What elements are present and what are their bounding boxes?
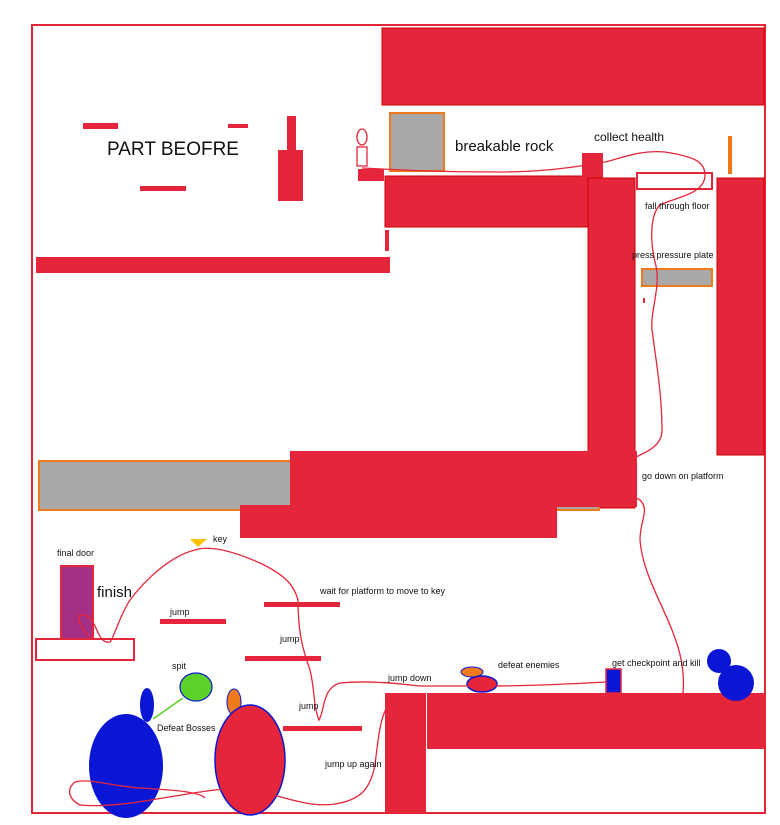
label-breakable-rock: breakable rock xyxy=(455,138,554,155)
label-wait-for-platform: wait for platform to move to key xyxy=(320,586,446,596)
key-icon xyxy=(190,539,207,547)
deco-bar xyxy=(83,123,118,129)
blue-boss xyxy=(89,714,163,818)
label-go-down-on-platform: go down on platform xyxy=(642,471,724,481)
lower-middle-block xyxy=(240,505,557,538)
label-final-door: final door xyxy=(57,548,95,558)
label-defeat-enemies: defeat enemies xyxy=(498,660,560,670)
spit-projectile xyxy=(179,672,213,702)
long-ledge xyxy=(36,257,390,273)
final-door xyxy=(60,565,94,640)
red-boss xyxy=(214,704,286,816)
label-spit: spit xyxy=(172,661,187,671)
pillar-base xyxy=(278,150,303,201)
tiny-marker xyxy=(643,298,645,303)
label-fall-through-floor: fall through floor xyxy=(645,201,710,211)
blue-enemy-large xyxy=(718,665,754,701)
label-jump-up-again: jump up again xyxy=(325,759,382,769)
label-press-pressure-plate: press pressure plate xyxy=(632,250,714,260)
small-post xyxy=(385,230,389,251)
player-body xyxy=(356,146,368,167)
jump-platform-3 xyxy=(283,726,362,731)
health-block xyxy=(582,153,603,179)
breakable-rock xyxy=(389,112,445,172)
blue-enemy-small xyxy=(707,649,731,673)
pillar-top xyxy=(287,116,296,151)
label-get-checkpoint: get checkpoint and kill xyxy=(612,658,701,668)
label-finish: finish xyxy=(97,584,133,601)
start-ledge xyxy=(358,169,384,181)
label-defeat-bosses: Defeat Bosses xyxy=(157,723,216,733)
pressure-plate xyxy=(641,268,713,287)
label-jump-2: jump xyxy=(280,634,300,644)
ceiling-block xyxy=(381,27,765,106)
moving-platform xyxy=(264,602,340,607)
jump-platform-1 xyxy=(160,619,226,624)
spit-line xyxy=(152,697,184,720)
label-collect-health: collect health xyxy=(594,130,665,144)
enemy-head xyxy=(460,666,484,678)
blue-boss-horn xyxy=(140,688,154,722)
middle-block xyxy=(290,451,637,507)
fall-through-floor xyxy=(636,172,713,190)
label-jump-1: jump xyxy=(170,607,190,617)
part-before-title: PART BEOFRE xyxy=(107,139,239,160)
deco-bar xyxy=(228,124,248,128)
door-platform xyxy=(35,638,135,661)
upper-floor xyxy=(384,175,589,228)
right-column xyxy=(716,177,765,456)
label-jump-3: jump xyxy=(299,701,319,711)
checkpoint xyxy=(605,668,622,694)
deco-bar xyxy=(140,186,186,191)
label-key: key xyxy=(213,534,228,544)
player-head xyxy=(356,128,368,146)
orange-marker xyxy=(728,136,732,174)
label-jump-down: jump down xyxy=(388,673,432,683)
lower-floor xyxy=(427,693,765,749)
pit-wall xyxy=(385,693,426,813)
player-route xyxy=(68,151,706,807)
jump-platform-2 xyxy=(245,656,321,661)
enemy-body xyxy=(466,675,498,693)
